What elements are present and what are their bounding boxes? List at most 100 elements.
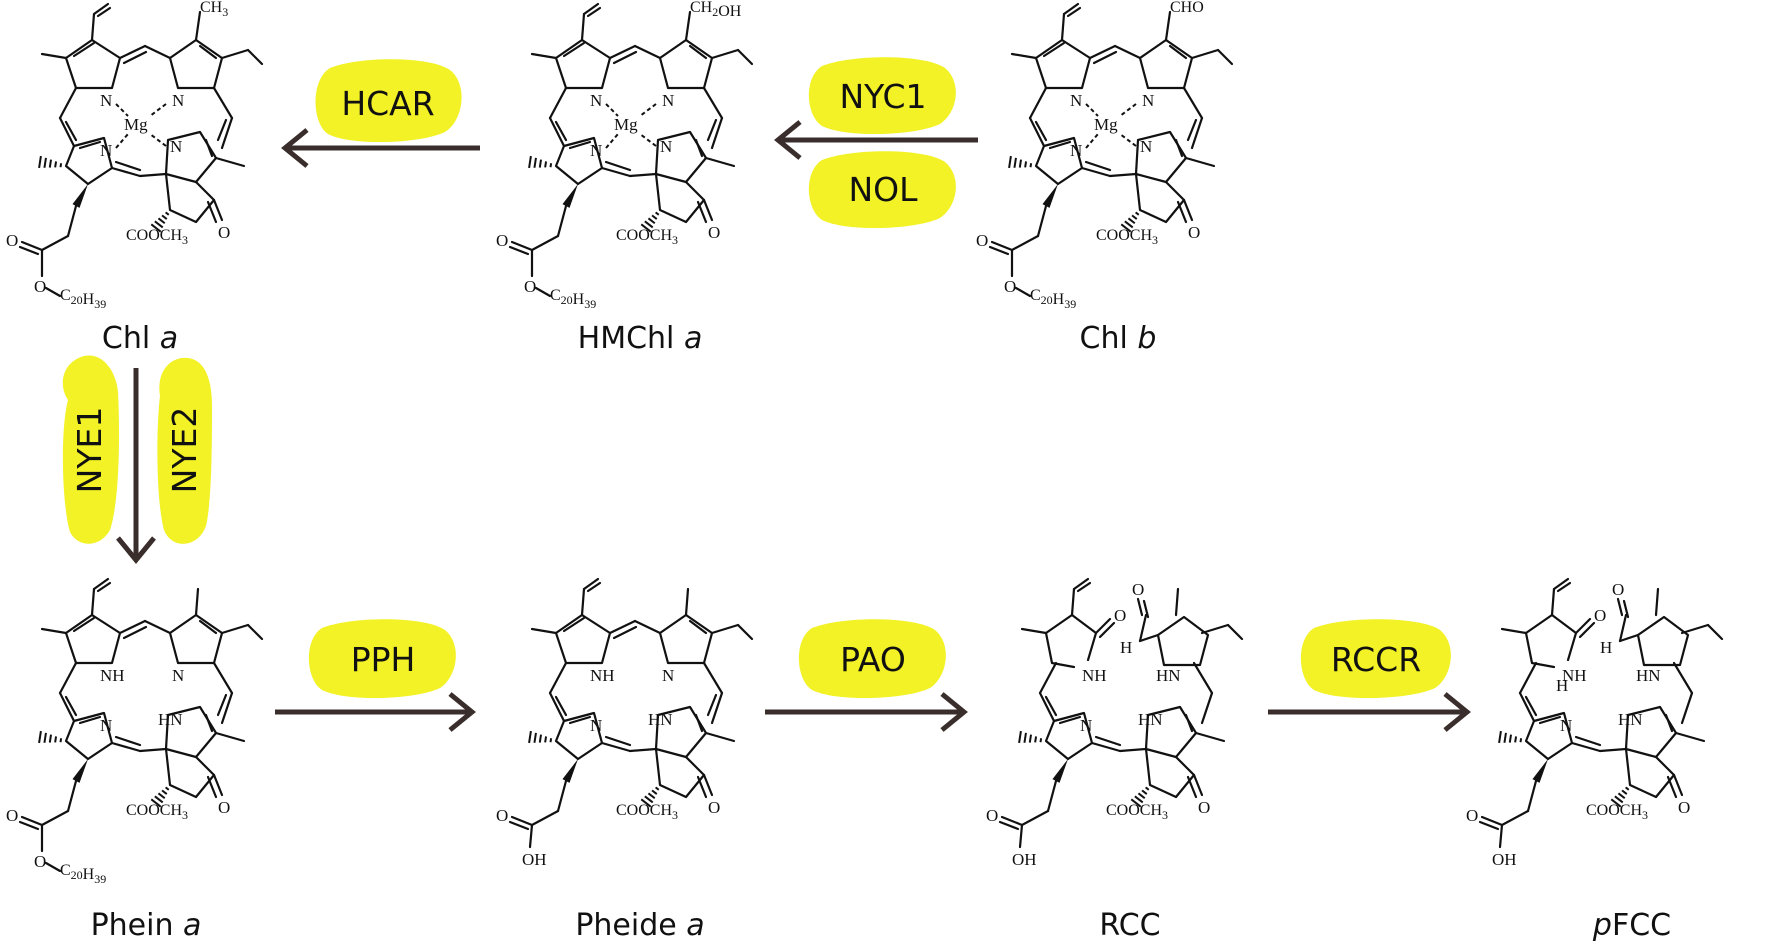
ring-b xyxy=(168,613,224,665)
bond xyxy=(548,116,566,148)
hash-bond xyxy=(150,786,170,808)
bond xyxy=(1084,160,1112,172)
bond xyxy=(20,240,44,252)
bond xyxy=(548,661,568,695)
bond xyxy=(96,581,112,593)
bond xyxy=(1500,809,1530,827)
bond xyxy=(118,619,147,635)
substituent-label: CH3 xyxy=(200,0,228,19)
ring-e xyxy=(1134,172,1186,224)
nh-label: NH xyxy=(590,666,615,685)
oxygen-label: O xyxy=(34,277,46,296)
bond xyxy=(1174,138,1184,158)
nitrogen-label: N xyxy=(662,666,674,685)
hash-bond xyxy=(640,211,660,233)
methyl-ester-label: COOCH3 xyxy=(126,802,188,822)
bond xyxy=(1028,86,1048,120)
bond xyxy=(1578,621,1596,639)
ring-d xyxy=(554,711,604,761)
hash-bond xyxy=(38,155,63,169)
bond xyxy=(1538,715,1562,725)
bond xyxy=(1524,695,1538,717)
bond xyxy=(1168,44,1188,60)
bond xyxy=(694,138,704,158)
hash-bond xyxy=(1008,155,1033,169)
oxygen-label: O xyxy=(1198,798,1210,817)
oxygen-label: O xyxy=(1114,606,1126,625)
bond xyxy=(528,823,534,849)
ring-b xyxy=(1138,38,1194,90)
bond xyxy=(90,12,96,42)
bond xyxy=(220,623,250,635)
bond xyxy=(1108,172,1138,178)
bond xyxy=(122,50,148,65)
bond xyxy=(694,713,704,733)
nitrogen-label: N xyxy=(170,137,182,156)
bond xyxy=(1020,809,1050,827)
ring-e xyxy=(1624,747,1676,799)
oxygen-label: O xyxy=(1466,806,1478,825)
bond xyxy=(1138,633,1160,643)
bond xyxy=(1094,735,1122,747)
ring-a xyxy=(1044,613,1098,662)
ring-a xyxy=(64,613,122,665)
bond xyxy=(1138,613,1148,643)
bond xyxy=(639,133,657,147)
bond xyxy=(1518,661,1538,695)
wedge-bond xyxy=(1532,759,1548,783)
bond xyxy=(1574,617,1592,635)
hash-bond xyxy=(528,730,553,744)
bond xyxy=(710,623,740,635)
ring-e xyxy=(1144,747,1196,799)
enzyme-badge-nye2: NYE2 xyxy=(157,357,212,544)
bond xyxy=(534,286,552,298)
bond xyxy=(556,779,568,813)
bond xyxy=(92,577,110,591)
bond xyxy=(1042,41,1066,58)
hn-label: HN xyxy=(1156,666,1181,685)
oxygen-label: O xyxy=(1612,580,1624,599)
bond xyxy=(702,198,714,222)
bond xyxy=(702,661,724,695)
ring-b xyxy=(658,38,714,90)
bond xyxy=(1498,823,1504,849)
bond xyxy=(1020,627,1048,635)
enzyme-label-nye2: NYE2 xyxy=(165,407,204,494)
bond xyxy=(44,861,62,873)
bond xyxy=(1680,623,1710,635)
hn-label: HN xyxy=(1618,710,1643,729)
nitrogen-label: N xyxy=(590,91,602,110)
methyl-ester-label: COOCH3 xyxy=(616,227,678,247)
bond xyxy=(1076,581,1092,593)
nitrogen-label: N xyxy=(660,137,672,156)
bond xyxy=(1048,140,1072,150)
ring-a xyxy=(554,38,612,90)
nitrogen-label: N xyxy=(1142,91,1154,110)
bond xyxy=(1552,577,1570,591)
bond xyxy=(1062,2,1080,16)
bond xyxy=(40,627,68,635)
ring-c xyxy=(164,130,218,184)
hash-bond xyxy=(150,211,170,233)
bond xyxy=(18,820,40,831)
bond xyxy=(988,245,1010,256)
bond xyxy=(600,166,632,178)
bond xyxy=(90,587,96,617)
bond xyxy=(1550,587,1556,617)
bond xyxy=(72,616,96,633)
wedge-bond xyxy=(72,759,88,783)
bond xyxy=(1088,44,1117,60)
hash-bond xyxy=(1498,730,1523,744)
bond xyxy=(138,747,168,753)
ester-chain-label: C20H39 xyxy=(60,862,106,886)
bond xyxy=(1200,691,1214,725)
bond xyxy=(1136,597,1144,617)
hn-label: HN xyxy=(648,710,673,729)
bond xyxy=(1200,623,1230,635)
methyl-ester-label: COOCH3 xyxy=(1586,802,1648,822)
bond xyxy=(206,200,218,224)
nitrogen-label: N xyxy=(172,91,184,110)
